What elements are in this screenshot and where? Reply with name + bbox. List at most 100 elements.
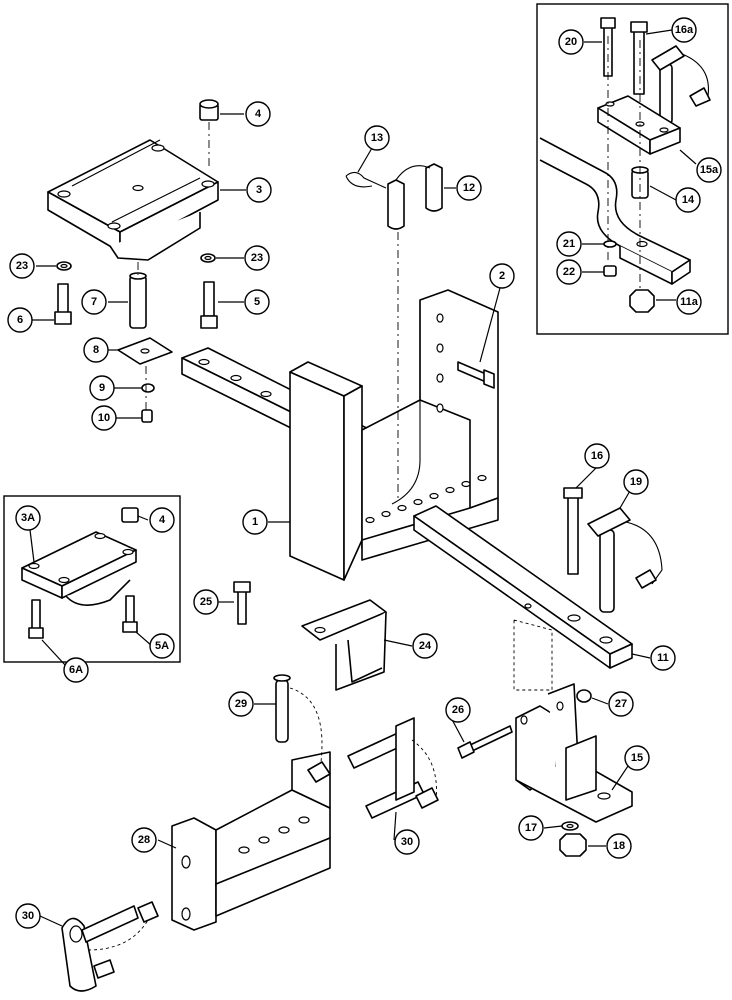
svg-text:12: 12 [463, 182, 475, 194]
svg-text:30: 30 [401, 836, 413, 848]
svg-text:29: 29 [235, 698, 247, 710]
svg-text:14: 14 [682, 194, 695, 206]
pin-12 [387, 163, 443, 230]
svg-text:8: 8 [93, 344, 99, 356]
inset-washer-21 [603, 240, 617, 248]
svg-text:26: 26 [452, 704, 464, 716]
bolt-16 [563, 487, 583, 575]
pin-29 [273, 674, 331, 783]
svg-text:15: 15 [631, 752, 643, 764]
screw-10 [141, 409, 153, 423]
callout-1: 1 [242, 509, 268, 535]
svg-text:30: 30 [22, 910, 34, 922]
callout-28: 28 [131, 827, 157, 853]
callout-14: 14 [675, 187, 701, 213]
callout-16a: 16a [671, 17, 697, 43]
bolt-5 [200, 281, 218, 329]
svg-text:23: 23 [16, 260, 28, 272]
svg-text:7: 7 [91, 296, 97, 308]
svg-text:20: 20 [565, 36, 577, 48]
callout-19: 19 [623, 469, 649, 495]
callout-6A: 6A [63, 657, 89, 683]
callout-30-left: 30 [15, 903, 41, 929]
callout-15: 15 [624, 745, 650, 771]
bolt-25 [233, 581, 251, 625]
clevis-bracket-15 [515, 683, 633, 823]
svg-text:18: 18 [613, 840, 625, 852]
callout-25: 25 [193, 589, 219, 615]
callout-8: 8 [83, 337, 109, 363]
callout-30-right: 30 [394, 829, 420, 855]
callout-11a: 11a [676, 289, 702, 315]
callout-13: 13 [364, 125, 390, 151]
svg-text:16a: 16a [675, 24, 694, 36]
svg-text:3A: 3A [21, 512, 35, 524]
bracket-24 [301, 599, 387, 691]
inset-frame-left [3, 495, 181, 663]
svg-text:11: 11 [657, 652, 669, 664]
svg-text:22: 22 [563, 266, 575, 278]
pin-30-left [61, 901, 159, 992]
svg-text:11a: 11a [680, 296, 699, 308]
bolt-6 [54, 283, 72, 325]
inset-bracket-3A [21, 531, 137, 606]
callout-3A: 3A [15, 505, 41, 531]
svg-text:13: 13 [371, 132, 383, 144]
callout-23-left: 23 [9, 253, 35, 279]
bolt-2 [457, 361, 495, 389]
drawbar-11 [413, 505, 633, 669]
nut-27 [576, 689, 592, 703]
spacer-4-top [199, 99, 219, 121]
bolt-26 [457, 725, 513, 759]
svg-text:27: 27 [615, 698, 627, 710]
washer-17 [561, 821, 579, 831]
callout-4: 4 [245, 101, 271, 127]
callout-27: 27 [608, 691, 634, 717]
callout-23-right: 23 [244, 245, 270, 271]
callout-11: 11 [650, 645, 676, 671]
svg-text:4: 4 [255, 108, 262, 120]
washer-23-right [200, 253, 216, 263]
inset-spacer-4 [121, 507, 139, 523]
hitch-pin-19 [587, 507, 663, 613]
inset-nut-11a [629, 289, 655, 313]
callout-9: 9 [89, 375, 115, 401]
svg-text:9: 9 [99, 382, 105, 394]
cover-plate [47, 139, 219, 261]
callout-24: 24 [412, 633, 438, 659]
callout-3: 3 [246, 177, 272, 203]
clip-13 [345, 171, 387, 189]
washer-23-left [56, 261, 72, 271]
svg-text:2: 2 [499, 270, 505, 282]
callout-15a: 15a [696, 157, 722, 183]
callout-7: 7 [81, 289, 107, 315]
svg-text:24: 24 [419, 640, 432, 652]
svg-text:28: 28 [138, 834, 150, 846]
inset-bolt-16a [630, 21, 648, 95]
callout-5A: 5A [149, 633, 175, 659]
callout-22: 22 [556, 259, 582, 285]
inset-plate-15a [597, 95, 681, 155]
svg-text:6: 6 [17, 314, 23, 326]
inset-bolt-5A [122, 595, 138, 633]
svg-text:1: 1 [252, 516, 258, 528]
leader-lines [29, 29, 697, 927]
inset-pin-16a [651, 45, 711, 125]
nut-18 [559, 833, 587, 857]
svg-text:5A: 5A [155, 640, 169, 652]
svg-text:17: 17 [525, 822, 537, 834]
svg-text:16: 16 [591, 450, 603, 462]
pin-30-right [347, 717, 439, 819]
svg-text:6A: 6A [69, 664, 83, 676]
svg-text:15a: 15a [700, 164, 719, 176]
svg-text:21: 21 [563, 238, 575, 250]
inset-bolt-6A [28, 599, 44, 639]
callout-5: 5 [244, 289, 270, 315]
callout-20: 20 [558, 29, 584, 55]
callout-16: 16 [584, 443, 610, 469]
plate-8 [117, 337, 173, 365]
callout-17: 17 [518, 815, 544, 841]
svg-text:5: 5 [254, 296, 260, 308]
svg-text:3: 3 [256, 184, 262, 196]
